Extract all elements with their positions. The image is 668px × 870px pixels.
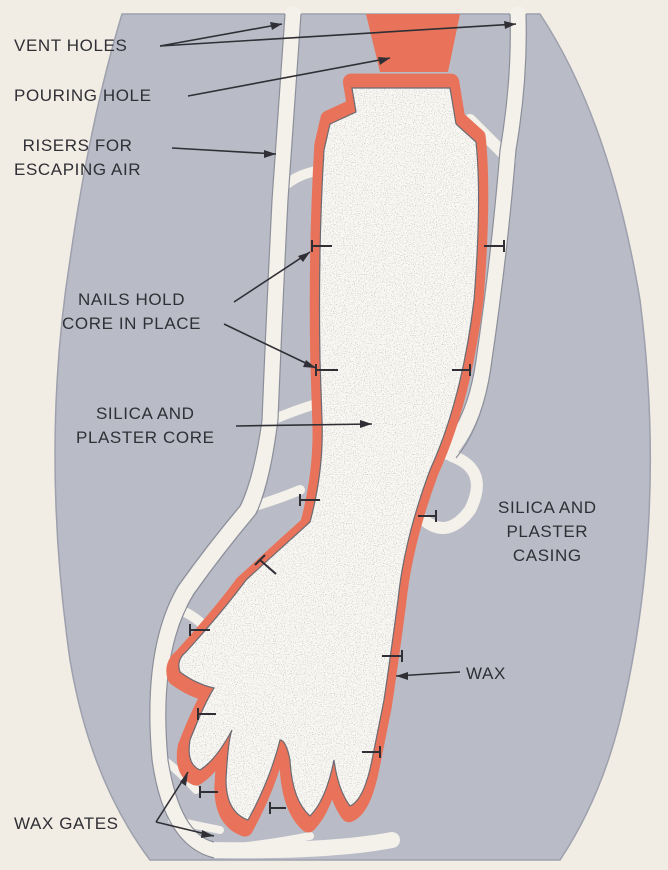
vent-holes-label: VENT HOLES [14,34,127,58]
pouring-hole-label: POURING HOLE [14,84,152,108]
wax-gates-label: WAX GATES [14,812,119,836]
wax-label: WAX [466,662,506,686]
core-label: SILICA AND PLASTER CORE [76,402,215,450]
casing-label: SILICA AND PLASTER CASING [498,496,597,568]
risers-label: RISERS FOR ESCAPING AIR [14,134,141,182]
nails-label: NAILS HOLD CORE IN PLACE [62,288,201,336]
